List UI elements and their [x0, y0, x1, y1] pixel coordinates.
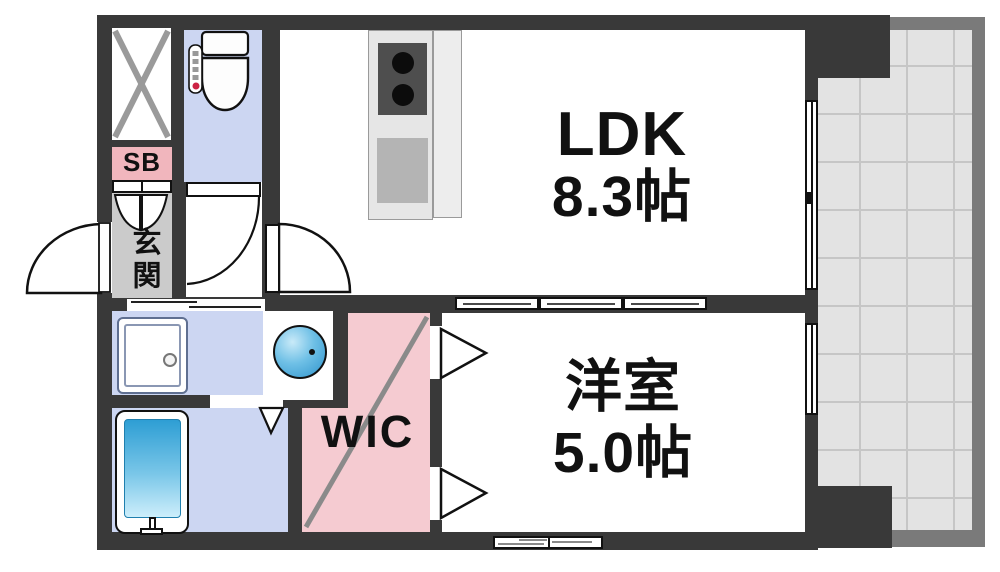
wic-label: WIC	[320, 406, 415, 457]
shoe-cabinet-counter	[112, 180, 172, 193]
wall-block-top-right	[803, 15, 890, 78]
window-sash-line	[552, 541, 592, 543]
western-room	[442, 313, 805, 532]
wic-door-opening-lower	[430, 467, 442, 520]
ldk-size-label: 8.3帖	[551, 165, 693, 229]
balcony-rail-top	[890, 17, 985, 30]
window-sash-line	[811, 102, 813, 288]
ldk-western-sliding-door	[455, 297, 707, 310]
western-room-label: 洋室	[565, 355, 681, 419]
window-sash-line	[498, 543, 544, 545]
window-sash-line	[519, 539, 547, 541]
entrance-door-opening	[97, 222, 112, 293]
shoe-box	[112, 147, 172, 180]
sliding-door-line	[131, 301, 197, 303]
wall-block-bottom-right	[818, 486, 892, 548]
shoe-cabinet-divider	[141, 182, 143, 191]
bathtub-water	[124, 419, 181, 518]
pan-inner-line	[124, 324, 181, 387]
bathroom-door-opening	[210, 395, 283, 408]
window-meeting-rail	[807, 192, 812, 204]
wic-door-opening-upper	[430, 326, 442, 379]
washbasin-faucet-dot	[309, 349, 315, 355]
shoe-box-label: SB	[122, 147, 162, 177]
kitchen-counter-strip	[433, 30, 462, 218]
window-sash-line	[811, 325, 813, 413]
balcony-rail-bottom	[892, 530, 985, 547]
sliding-door-panel	[456, 298, 538, 309]
toilet-room	[184, 30, 262, 182]
ldk-room	[280, 30, 805, 295]
sliding-door-panel	[624, 298, 706, 309]
bathtub-faucet-base	[140, 528, 163, 535]
washroom-door-opening	[127, 299, 265, 311]
washing-machine-pan-icon	[117, 317, 188, 394]
balcony-tiles	[818, 30, 972, 530]
western-balcony-window	[805, 323, 818, 415]
washbasin-icon	[273, 325, 327, 379]
sliding-door-line	[189, 306, 261, 308]
window-divider	[548, 538, 550, 547]
ldk-label: LDK	[556, 100, 688, 169]
sliding-door-panel	[540, 298, 622, 309]
western-room-size-label: 5.0帖	[552, 421, 694, 485]
hallway	[186, 182, 262, 297]
stove-burner-icon	[392, 52, 414, 74]
western-south-window	[493, 536, 603, 549]
closet-room	[112, 28, 171, 140]
drain-icon	[163, 353, 177, 367]
ldk-balcony-window	[805, 100, 818, 290]
balcony-rail-right	[972, 17, 985, 547]
stove-burner-icon	[392, 84, 414, 106]
kitchen-sink-icon	[377, 138, 428, 203]
entrance-label: 玄関	[128, 227, 160, 293]
